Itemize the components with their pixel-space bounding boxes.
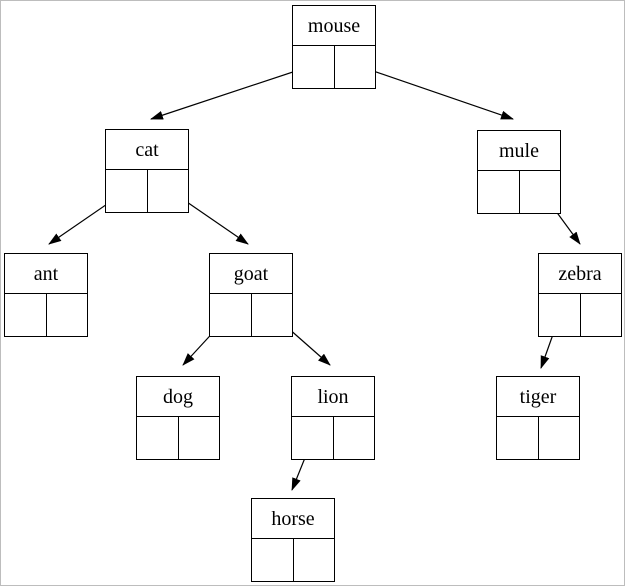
left-pointer-cell (539, 294, 581, 336)
tree-node-goat: goat (209, 253, 293, 337)
node-label: mouse (292, 5, 376, 46)
right-pointer-cell (520, 171, 561, 213)
pointer-cells (209, 294, 293, 337)
left-pointer-cell (293, 46, 335, 88)
tree-node-mouse: mouse (292, 5, 376, 89)
tree-node-mule: mule (477, 130, 561, 214)
right-pointer-cell (148, 170, 189, 212)
node-label: goat (209, 253, 293, 294)
right-pointer-cell (47, 294, 88, 336)
node-label: lion (291, 376, 375, 417)
right-pointer-cell (179, 417, 220, 459)
node-label: cat (105, 129, 189, 170)
tree-node-horse: horse (251, 498, 335, 582)
left-pointer-cell (210, 294, 252, 336)
tree-node-ant: ant (4, 253, 88, 337)
left-pointer-cell (478, 171, 520, 213)
edge-mouse-right-to-mule (352, 63, 514, 120)
tree-node-cat: cat (105, 129, 189, 213)
pointer-cells (292, 46, 376, 89)
node-label: ant (4, 253, 88, 294)
pointer-cells (136, 417, 220, 460)
left-pointer-cell (137, 417, 179, 459)
left-pointer-cell (497, 417, 539, 459)
pointer-cells (538, 294, 622, 337)
right-pointer-cell (294, 539, 335, 581)
left-pointer-cell (292, 417, 334, 459)
right-pointer-cell (539, 417, 580, 459)
right-pointer-cell (335, 46, 376, 88)
right-pointer-cell (252, 294, 293, 336)
left-pointer-cell (252, 539, 294, 581)
node-label: mule (477, 130, 561, 171)
tree-node-dog: dog (136, 376, 220, 460)
node-label: tiger (496, 376, 580, 417)
tree-node-lion: lion (291, 376, 375, 460)
node-label: zebra (538, 253, 622, 294)
tree-node-tiger: tiger (496, 376, 580, 460)
node-label: dog (136, 376, 220, 417)
tree-node-zebra: zebra (538, 253, 622, 337)
pointer-cells (291, 417, 375, 460)
right-pointer-cell (581, 294, 622, 336)
node-label: horse (251, 498, 335, 539)
pointer-cells (4, 294, 88, 337)
edge-mouse-left-to-cat (150, 63, 318, 120)
pointer-cells (105, 170, 189, 213)
pointer-cells (477, 171, 561, 214)
left-pointer-cell (5, 294, 47, 336)
right-pointer-cell (334, 417, 375, 459)
pointer-cells (496, 417, 580, 460)
pointer-cells (251, 539, 335, 582)
left-pointer-cell (106, 170, 148, 212)
